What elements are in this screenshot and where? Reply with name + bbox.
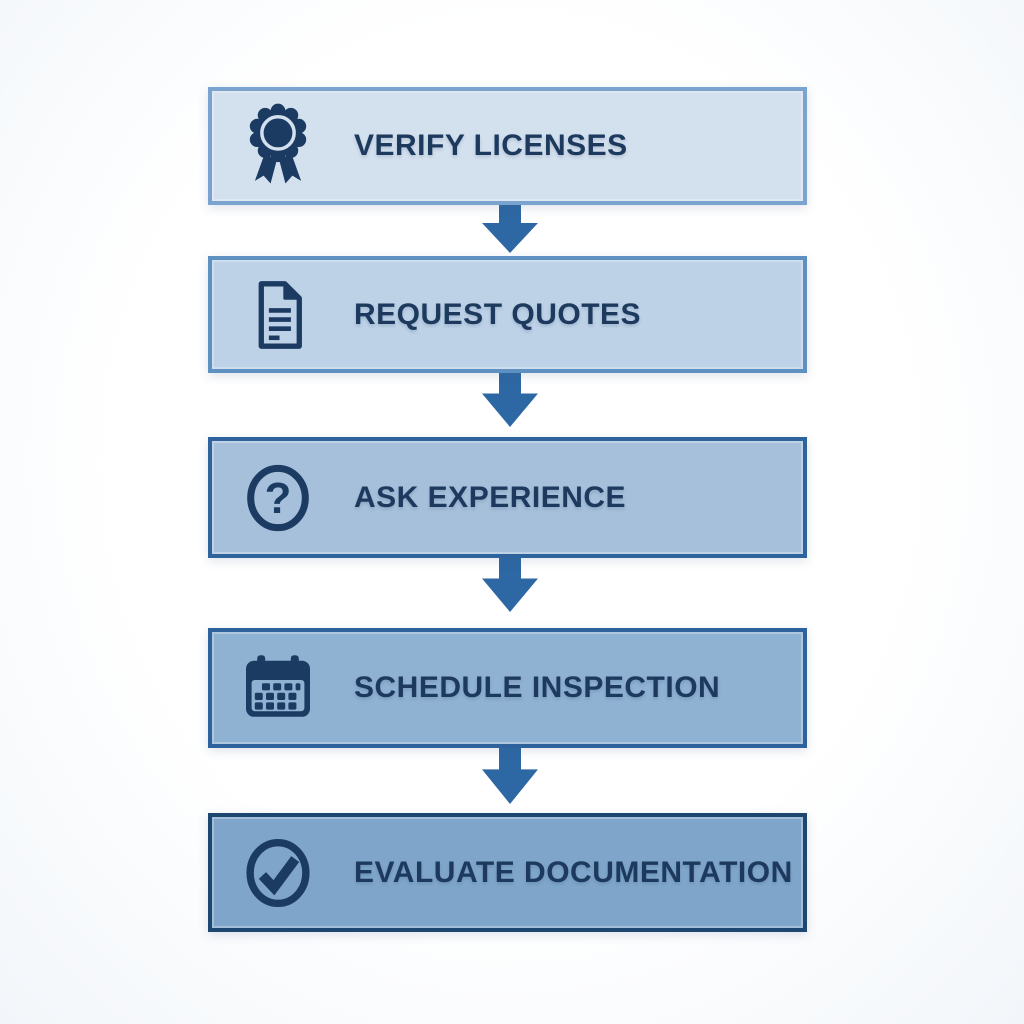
down-arrow-icon	[482, 554, 538, 612]
svg-text:?: ?	[265, 473, 292, 522]
step-label: ASK EXPERIENCE	[354, 480, 627, 514]
award-badge-icon	[226, 98, 330, 194]
check-circle-icon	[226, 831, 330, 915]
step-label: VERIFY LICENSES	[354, 129, 628, 162]
step-request-quotes: REQUEST QUOTES	[208, 256, 807, 373]
step-label: EVALUATE DOCUMENTATION	[354, 855, 793, 889]
step-verify-licenses: VERIFY LICENSES	[208, 87, 807, 205]
step-evaluate-documentation: EVALUATE DOCUMENTATION	[208, 813, 807, 932]
step-schedule-inspection: SCHEDULE INSPECTION	[208, 628, 807, 748]
question-circle-icon: ?	[226, 458, 330, 538]
step-ask-experience: ? ASK EXPERIENCE	[208, 437, 807, 558]
step-label: REQUEST QUOTES	[354, 297, 642, 331]
document-icon	[226, 277, 330, 353]
down-arrow-icon	[482, 369, 538, 427]
step-label: SCHEDULE INSPECTION	[354, 671, 721, 704]
calendar-icon	[226, 648, 330, 728]
down-arrow-icon	[482, 201, 538, 253]
down-arrow-icon	[482, 744, 538, 804]
